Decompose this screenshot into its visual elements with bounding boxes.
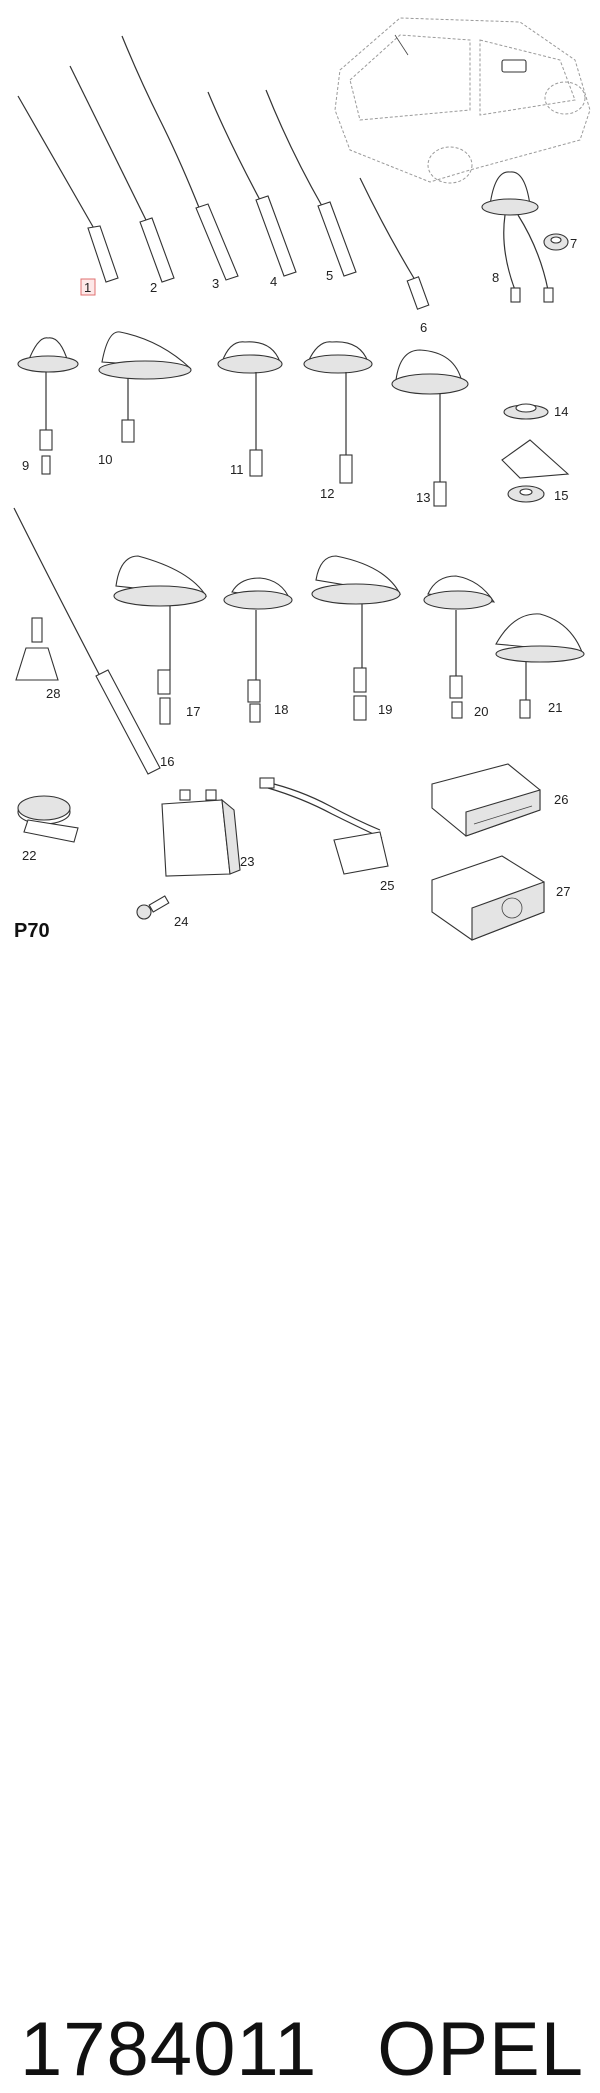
callout-5[interactable]: 5 <box>326 268 333 283</box>
shark-antenna-19[interactable] <box>311 555 401 721</box>
tape-roll-22[interactable] <box>17 795 79 843</box>
callout-26[interactable]: 26 <box>554 792 568 807</box>
pad-14-15[interactable] <box>501 439 570 479</box>
callout-9[interactable]: 9 <box>22 458 29 473</box>
callout-22[interactable]: 22 <box>22 848 36 863</box>
callout-27[interactable]: 27 <box>556 884 570 899</box>
footer: 1784011 OPEL <box>0 1000 600 2092</box>
rod-antenna-3[interactable] <box>121 35 239 281</box>
rod-antenna-2[interactable] <box>69 65 175 283</box>
car-illustration <box>334 17 591 184</box>
grommet-14[interactable] <box>503 403 549 420</box>
roof-antenna-11[interactable] <box>217 341 283 477</box>
shark-antenna-20[interactable] <box>423 575 496 719</box>
callout-24[interactable]: 24 <box>174 914 188 929</box>
rod-antenna-4[interactable] <box>207 91 297 277</box>
shark-antenna-21[interactable] <box>495 613 585 719</box>
shark-antenna-18[interactable] <box>223 577 293 723</box>
callout-16[interactable]: 16 <box>160 754 174 769</box>
parts-diagram: 1 2 3 4 5 6 7 8 9 10 11 12 13 14 15 16 1… <box>13 17 591 941</box>
callout-7[interactable]: 7 <box>570 236 577 251</box>
roof-antenna-8[interactable] <box>481 171 554 303</box>
rod-antenna-1[interactable] <box>17 95 119 283</box>
roof-antenna-12[interactable] <box>303 341 373 484</box>
callout-15[interactable]: 15 <box>554 488 568 503</box>
callout-1[interactable]: 1 <box>84 280 91 295</box>
part-number: 1784011 <box>20 2007 318 2092</box>
callout-highlight <box>80 278 96 296</box>
callout-12[interactable]: 12 <box>320 486 334 501</box>
callout-8[interactable]: 8 <box>492 270 499 285</box>
callout-20[interactable]: 20 <box>474 704 488 719</box>
radio-unit-27[interactable] <box>431 855 545 941</box>
section-label: P70 <box>14 920 50 942</box>
callout-10[interactable]: 10 <box>98 452 112 467</box>
nut-7[interactable] <box>543 233 569 251</box>
brand-name: OPEL <box>377 2007 584 2092</box>
callout-13[interactable]: 13 <box>416 490 430 505</box>
shark-antenna-17[interactable] <box>113 555 208 725</box>
harness-25[interactable] <box>259 777 389 875</box>
callout-21[interactable]: 21 <box>548 700 562 715</box>
callout-labels: 1 2 3 4 5 6 7 8 9 10 11 12 13 14 15 16 1… <box>22 236 577 929</box>
roof-antenna-9[interactable] <box>17 337 79 475</box>
rod-antenna-6[interactable] <box>359 177 430 310</box>
rod-antenna-16[interactable] <box>13 507 161 775</box>
callout-4[interactable]: 4 <box>270 274 277 289</box>
radio-unit-26[interactable] <box>431 763 541 837</box>
shark-antenna-10[interactable] <box>98 331 192 443</box>
callout-19[interactable]: 19 <box>378 702 392 717</box>
nut-15[interactable] <box>507 485 545 503</box>
callout-28[interactable]: 28 <box>46 686 60 701</box>
callout-17[interactable]: 17 <box>186 704 200 719</box>
callout-18[interactable]: 18 <box>274 702 288 717</box>
module-23[interactable] <box>161 789 241 877</box>
callout-11[interactable]: 11 <box>230 462 244 477</box>
callout-3[interactable]: 3 <box>212 276 219 291</box>
callout-25[interactable]: 25 <box>380 878 394 893</box>
antenna-base-28[interactable] <box>15 617 59 681</box>
callout-2[interactable]: 2 <box>150 280 157 295</box>
callout-23[interactable]: 23 <box>240 854 254 869</box>
callout-14[interactable]: 14 <box>554 404 568 419</box>
roof-antenna-13[interactable] <box>391 349 469 507</box>
rod-antenna-5[interactable] <box>265 89 357 277</box>
bolt-24[interactable] <box>136 895 170 920</box>
callout-6[interactable]: 6 <box>420 320 427 335</box>
